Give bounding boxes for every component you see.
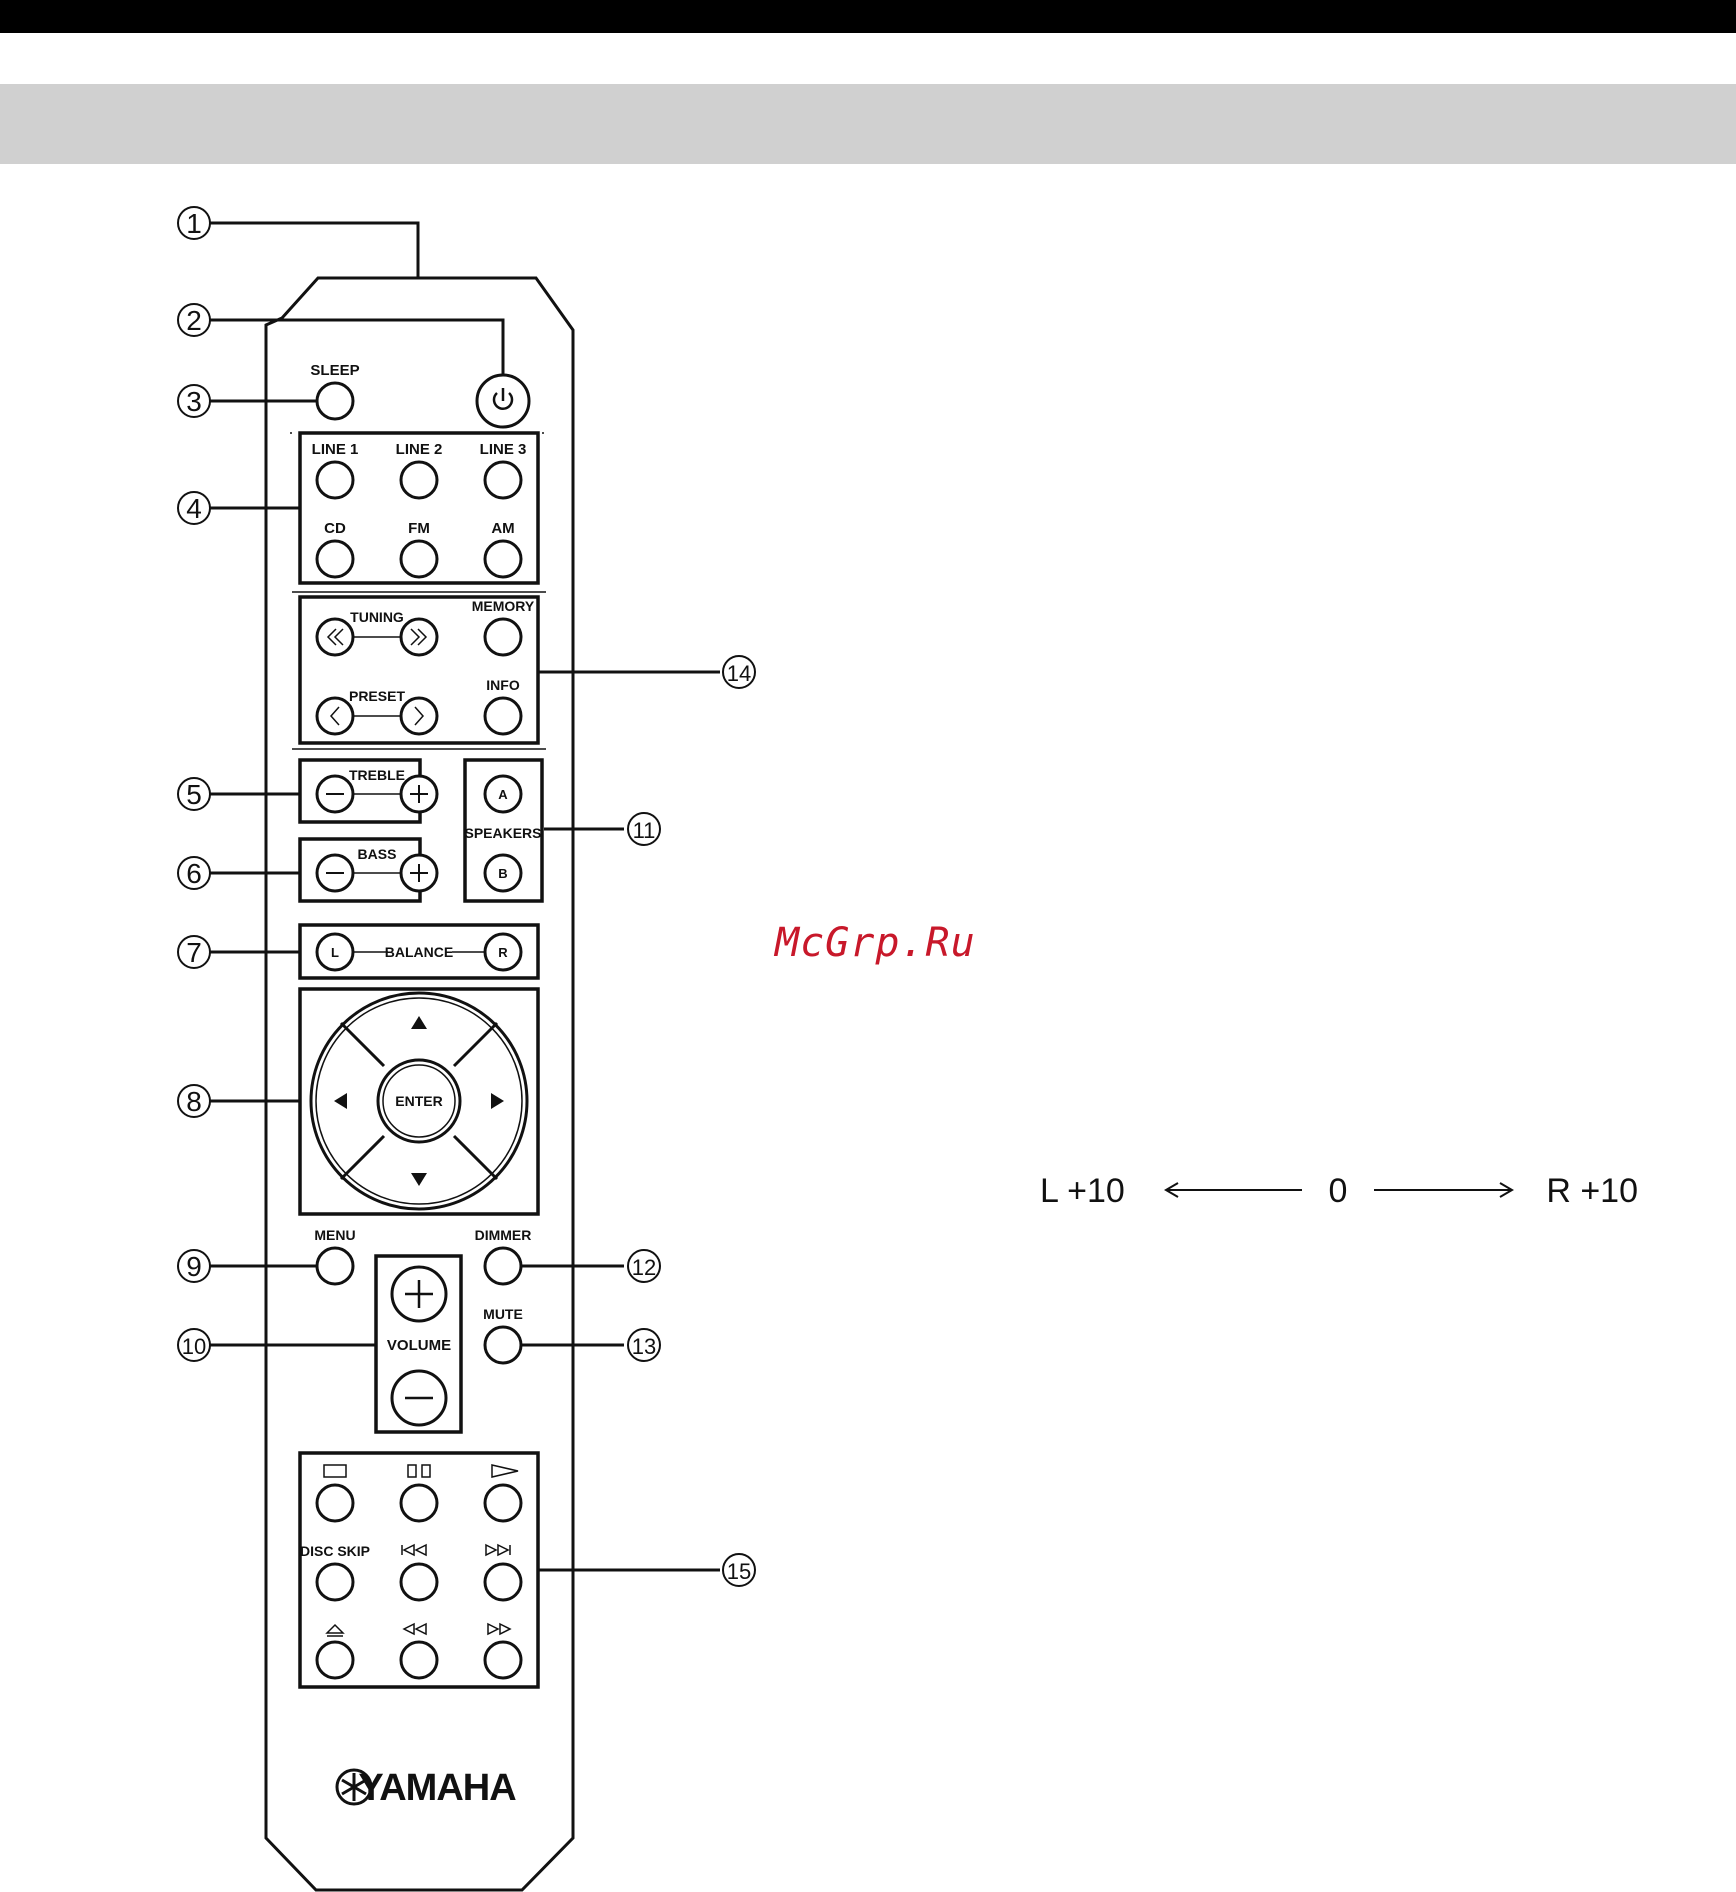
svg-text:MENU: MENU [314, 1227, 355, 1243]
balance-left-button[interactable]: L [317, 934, 353, 970]
arrow-right-icon [1374, 1183, 1512, 1197]
svg-text:PRESET: PRESET [349, 688, 405, 704]
svg-text:R: R [498, 945, 508, 960]
svg-text:8: 8 [186, 1086, 202, 1117]
balance-right-button[interactable]: R [485, 934, 521, 970]
svg-text:FM: FM [408, 520, 430, 537]
svg-text:SPEAKERS: SPEAKERS [464, 825, 541, 841]
callout-11: 11 [628, 813, 660, 845]
tuning-up-button[interactable] [401, 619, 437, 655]
svg-text:2: 2 [186, 305, 202, 336]
svg-text:MEMORY: MEMORY [472, 598, 535, 614]
svg-text:AM: AM [491, 520, 514, 537]
svg-text:3: 3 [186, 386, 202, 417]
treble-minus-button[interactable] [317, 776, 353, 812]
svg-text:LINE 3: LINE 3 [480, 441, 527, 458]
svg-text:LINE 1: LINE 1 [312, 441, 359, 458]
callout-8: 8 [178, 1085, 210, 1117]
callout-12: 12 [628, 1250, 660, 1282]
treble-plus-button[interactable] [401, 776, 437, 812]
watermark: McGrp.Ru [775, 920, 976, 966]
callout-13: 13 [628, 1329, 660, 1361]
svg-text:4: 4 [186, 493, 202, 524]
preset-up-button[interactable] [401, 698, 437, 734]
enter-button[interactable]: ENTER [378, 1060, 460, 1142]
callout-9: 9 [178, 1250, 210, 1282]
svg-text:13: 13 [632, 1334, 656, 1359]
speaker-b-button[interactable]: B [485, 855, 521, 891]
info-button[interactable]: INFO [485, 677, 521, 734]
svg-text:LINE 2: LINE 2 [396, 441, 443, 458]
tuning-down-button[interactable] [317, 619, 353, 655]
svg-text:B: B [498, 866, 507, 881]
callout-10: 10 [178, 1329, 210, 1361]
balance-scale-center: 0 [1329, 1172, 1348, 1210]
svg-text:10: 10 [182, 1334, 206, 1359]
preset-down-button[interactable] [317, 698, 353, 734]
volume-down-button[interactable] [392, 1371, 446, 1425]
bass-minus-button[interactable] [317, 855, 353, 891]
svg-text:ENTER: ENTER [395, 1093, 442, 1109]
input-line1-button[interactable]: LINE 1 [312, 441, 359, 498]
volume-up-button[interactable] [392, 1267, 446, 1321]
callout-4: 4 [178, 492, 210, 524]
svg-text:5: 5 [186, 779, 202, 810]
svg-text:TUNING: TUNING [350, 609, 404, 625]
arrow-left-icon [1166, 1183, 1302, 1197]
svg-text:6: 6 [186, 858, 202, 889]
input-line3-button[interactable]: LINE 3 [480, 441, 527, 498]
balance-scale-right: R +10 [1546, 1172, 1638, 1210]
svg-text:MUTE: MUTE [483, 1306, 523, 1322]
balance-scale: L +10 0 R +10 [1040, 1168, 1640, 1212]
callout-7: 7 [178, 936, 210, 968]
callout-1: 1 [178, 207, 210, 239]
svg-text:VOLUME: VOLUME [387, 1337, 451, 1354]
svg-text:A: A [498, 787, 508, 802]
mute-button[interactable]: MUTE [483, 1306, 523, 1363]
callout-15: 15 [723, 1554, 755, 1586]
callout-3: 3 [178, 385, 210, 417]
svg-text:7: 7 [186, 937, 202, 968]
svg-text:SLEEP: SLEEP [310, 362, 359, 379]
balance-scale-left: L +10 [1040, 1172, 1125, 1210]
callout-5: 5 [178, 778, 210, 810]
yamaha-logo: YAMAHA [337, 1767, 516, 1809]
svg-text:1: 1 [186, 208, 202, 239]
svg-text:CD: CD [324, 520, 346, 537]
svg-text:BALANCE: BALANCE [385, 944, 453, 960]
svg-text:9: 9 [186, 1251, 202, 1282]
svg-text:L: L [331, 945, 339, 960]
callout-2: 2 [178, 304, 210, 336]
svg-text:YAMAHA: YAMAHA [358, 1767, 516, 1809]
speaker-a-button[interactable]: A [485, 776, 521, 812]
menu-button[interactable]: MENU [314, 1227, 355, 1284]
svg-text:12: 12 [632, 1255, 656, 1280]
svg-text:11: 11 [633, 818, 656, 843]
svg-text:15: 15 [727, 1559, 751, 1584]
svg-text:DISC SKIP: DISC SKIP [300, 1543, 370, 1559]
svg-text:TREBLE: TREBLE [349, 767, 405, 783]
bass-plus-button[interactable] [401, 855, 437, 891]
power-button[interactable] [477, 375, 529, 427]
svg-text:BASS: BASS [358, 846, 397, 862]
svg-text:14: 14 [727, 661, 751, 686]
callout-6: 6 [178, 857, 210, 889]
callout-14: 14 [723, 656, 755, 688]
input-line2-button[interactable]: LINE 2 [396, 441, 443, 498]
svg-text:DIMMER: DIMMER [475, 1227, 532, 1243]
svg-text:INFO: INFO [486, 677, 520, 693]
